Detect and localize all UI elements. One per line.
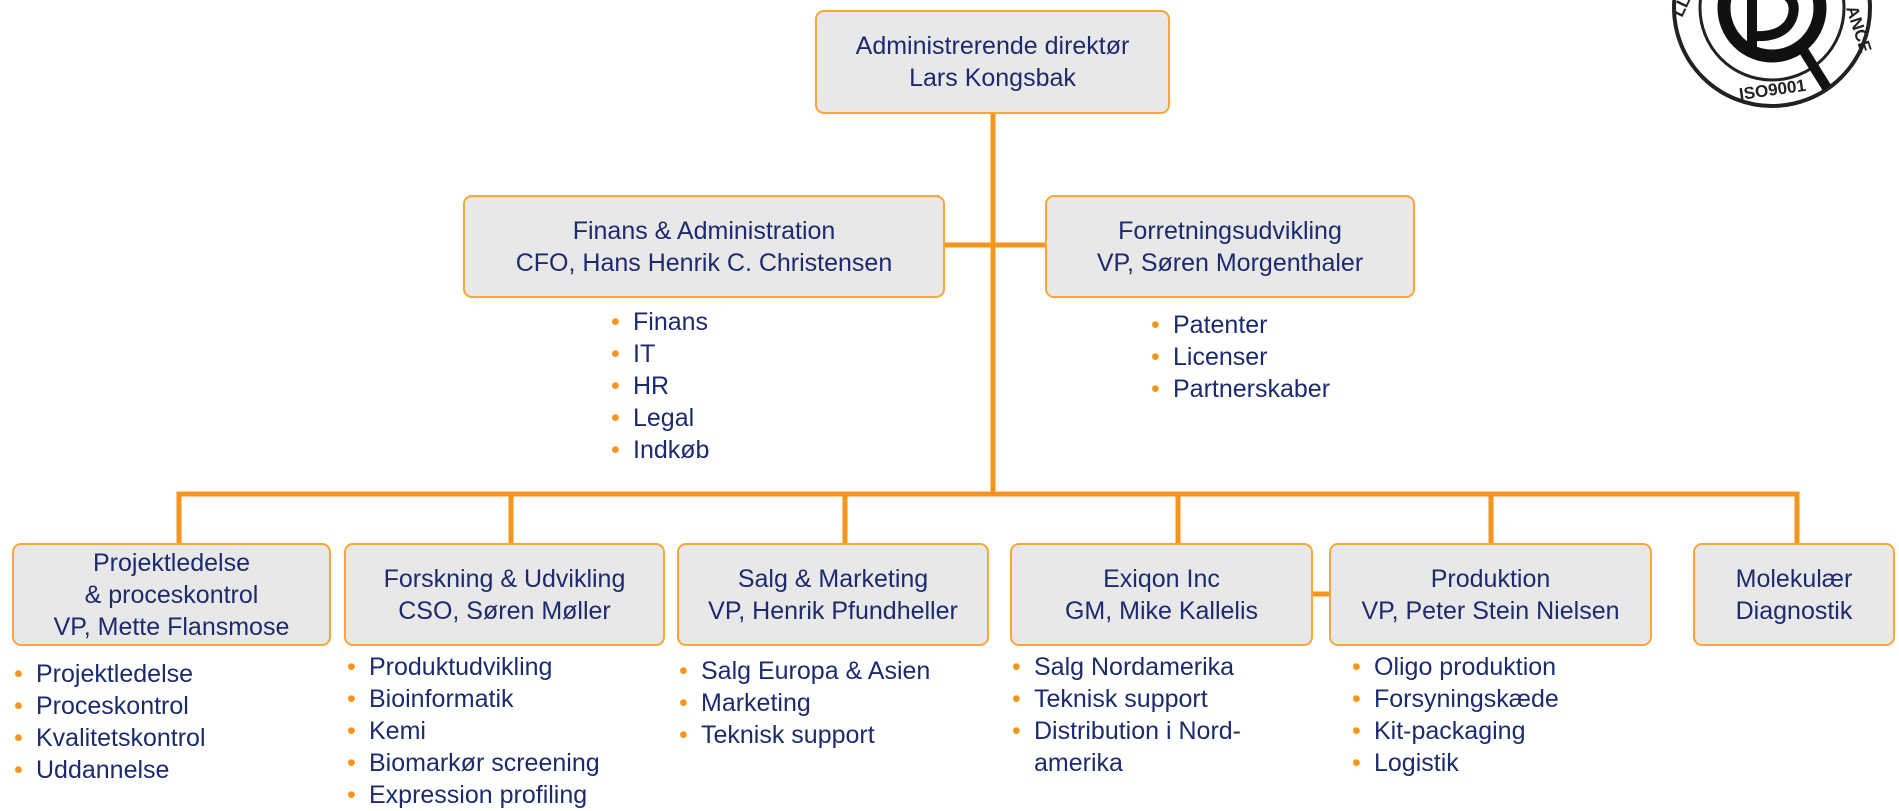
list-item: Licenser — [1147, 341, 1330, 373]
dept-salg-list: Salg Europa & Asien Marketing Teknisk su… — [675, 655, 930, 751]
bizdev-list: Patenter Licenser Partnerskaber — [1147, 309, 1330, 405]
list-item: Produktudvikling — [343, 651, 600, 683]
bizdev-box: Forretningsudvikling VP, Søren Morgentha… — [1045, 195, 1415, 298]
finance-title: Finans & Administration — [572, 216, 836, 245]
list-item: Forsyningskæde — [1348, 683, 1559, 715]
list-item: Kemi — [343, 715, 600, 747]
dept-produktion-box: Produktion VP, Peter Stein Nielsen — [1329, 543, 1652, 646]
dept-line: VP, Peter Stein Nielsen — [1361, 596, 1620, 625]
dept-line: VP, Mette Flansmose — [53, 612, 290, 641]
list-item: Biomarkør screening — [343, 747, 600, 779]
dept-line: GM, Mike Kallelis — [1064, 596, 1259, 625]
dept-produktion-list: Oligo produktion Forsyningskæde Kit-pack… — [1348, 651, 1559, 779]
finance-list: Finans IT HR Legal Indkøb — [607, 306, 709, 466]
list-item: Legal — [607, 402, 709, 434]
dept-line: & proceskontrol — [84, 580, 259, 609]
dept-line: VP, Henrik Pfundheller — [708, 596, 958, 625]
dept-line: Molekulær — [1735, 564, 1853, 593]
dept-line: Salg & Marketing — [737, 564, 929, 593]
finance-name: CFO, Hans Henrik C. Christensen — [515, 248, 893, 277]
list-item: Teknisk support — [1008, 683, 1256, 715]
dept-projektledelse-box: Projektledelse & proceskontrol VP, Mette… — [12, 543, 331, 646]
iso-seal-logo: LLOYD'S ANCE ISO9001 — [1660, 0, 1899, 110]
dept-line: Exiqon Inc — [1103, 564, 1220, 593]
list-item: Finans — [607, 306, 709, 338]
dept-line: Produktion — [1430, 564, 1551, 593]
ceo-name: Lars Kongsbak — [909, 64, 1076, 92]
list-item: Oligo produktion — [1348, 651, 1559, 683]
list-item: Kvalitetskontrol — [10, 722, 206, 754]
list-item: Proceskontrol — [10, 690, 206, 722]
dept-exiqon-list: Salg Nordamerika Teknisk support Distrib… — [1008, 651, 1256, 779]
finance-box: Finans & Administration CFO, Hans Henrik… — [463, 195, 945, 298]
list-item: IT — [607, 338, 709, 370]
list-item: Marketing — [675, 687, 930, 719]
dept-projektledelse-list: Projektledelse Proceskontrol Kvalitetsko… — [10, 658, 206, 786]
ceo-box: Administrerende direktør Lars Kongsbak — [815, 10, 1170, 114]
bizdev-name: VP, Søren Morgenthaler — [1096, 248, 1364, 277]
dept-line: CSO, Søren Møller — [398, 596, 611, 625]
dept-forskning-list: Produktudvikling Bioinformatik Kemi Biom… — [343, 651, 600, 811]
list-item: HR — [607, 370, 709, 402]
list-item: Kit-packaging — [1348, 715, 1559, 747]
list-item: Distribution i Nord-amerika — [1008, 715, 1256, 779]
list-item: Salg Europa & Asien — [675, 655, 930, 687]
list-item: Partnerskaber — [1147, 373, 1330, 405]
list-item: Bioinformatik — [343, 683, 600, 715]
list-item: Logistik — [1348, 747, 1559, 779]
list-item: Uddannelse — [10, 754, 206, 786]
list-item: Indkøb — [607, 434, 709, 466]
dept-diagnostik-box: Molekulær Diagnostik — [1693, 543, 1895, 646]
dept-forskning-box: Forskning & Udvikling CSO, Søren Møller — [344, 543, 665, 646]
dept-line: Diagnostik — [1735, 596, 1853, 625]
dept-line: Forskning & Udvikling — [383, 564, 626, 593]
dept-salg-box: Salg & Marketing VP, Henrik Pfundheller — [677, 543, 989, 646]
list-item: Salg Nordamerika — [1008, 651, 1256, 683]
dept-exiqon-box: Exiqon Inc GM, Mike Kallelis — [1010, 543, 1313, 646]
list-item: Expression profiling — [343, 779, 600, 811]
list-item: Teknisk support — [675, 719, 930, 751]
bizdev-title: Forretningsudvikling — [1118, 216, 1342, 245]
list-item: Patenter — [1147, 309, 1330, 341]
dept-line: Projektledelse — [92, 548, 251, 577]
list-item: Projektledelse — [10, 658, 206, 690]
ceo-title: Administrerende direktør — [855, 32, 1130, 60]
